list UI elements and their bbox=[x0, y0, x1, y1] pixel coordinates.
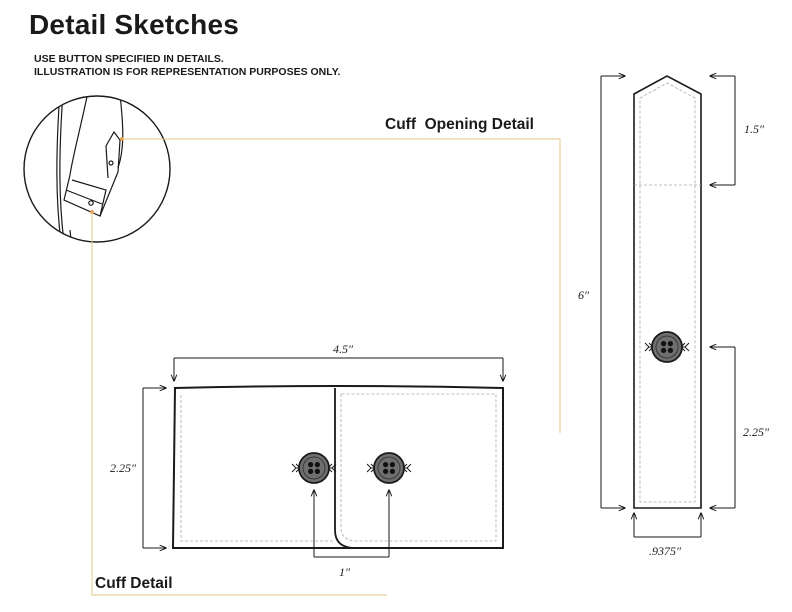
page-title: Detail Sketches bbox=[29, 9, 239, 40]
sleeve-inset bbox=[23, 95, 171, 243]
button-spacing-dim: 1″ bbox=[339, 565, 350, 579]
placket-width-dim: .9375″ bbox=[649, 544, 681, 558]
placket-drawing bbox=[633, 75, 702, 509]
cuff-opening-label: Cuff Opening Detail bbox=[385, 116, 534, 133]
placket-dimensions bbox=[600, 76, 736, 538]
cuff-height-dim: 2.25″ bbox=[110, 461, 136, 475]
placket-point-dim: 1.5″ bbox=[744, 122, 764, 136]
cuff-width-dim: 4.5″ bbox=[333, 342, 353, 356]
note-representation: ILLUSTRATION IS FOR REPRESENTATION PURPO… bbox=[34, 66, 341, 78]
cuff-drawing bbox=[171, 385, 504, 549]
placket-length-dim: 6″ bbox=[578, 288, 589, 302]
cuff-label: Cuff Detail bbox=[95, 575, 173, 592]
note-button-spec: USE BUTTON SPECIFIED IN DETAILS. bbox=[34, 53, 224, 65]
cuff-dimensions bbox=[142, 357, 503, 558]
placket-button-height-dim: 2.25″ bbox=[743, 425, 769, 439]
